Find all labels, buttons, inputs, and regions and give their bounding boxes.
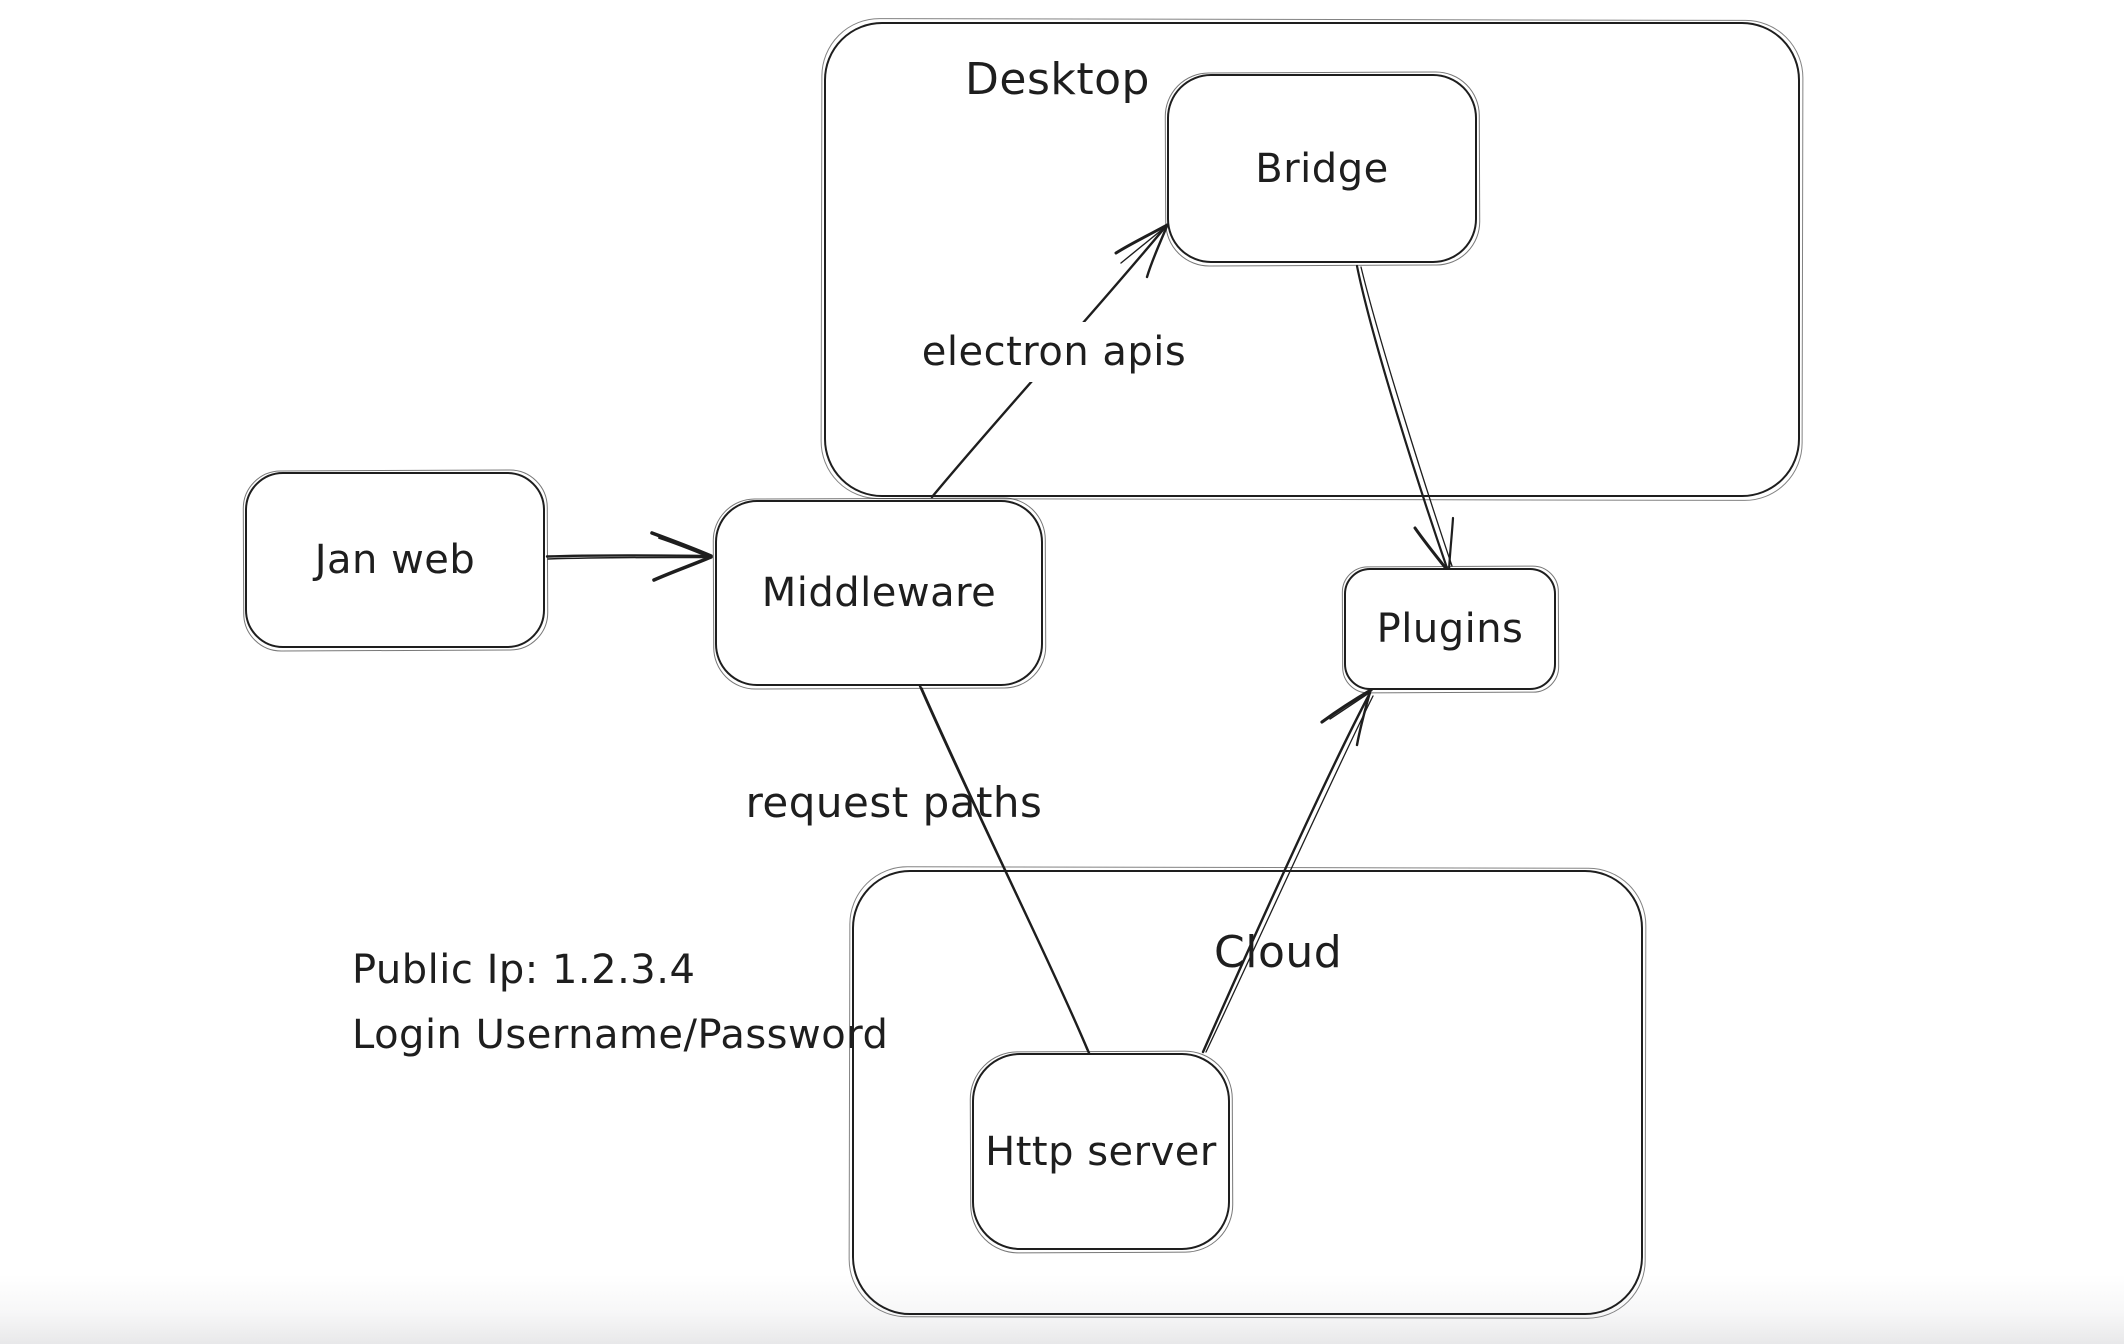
edge-bridge-to-plugins[interactable]: [1355, 264, 1455, 573]
node-bridge[interactable]: Bridge: [1167, 74, 1477, 263]
node-jan-web-label: Jan web: [314, 537, 476, 583]
container-cloud[interactable]: Cloud: [852, 870, 1643, 1315]
arrowhead-wing-double: [658, 537, 710, 558]
edge-shaft: [1355, 264, 1449, 570]
arrowhead-wing: [1320, 688, 1373, 724]
container-desktop-label: Desktop: [965, 54, 1150, 105]
arrowhead-wing: [1114, 223, 1169, 255]
edge-label-request-paths[interactable]: request paths: [745, 777, 1043, 827]
arrowhead-wing: [1145, 224, 1169, 279]
container-cloud-label: Cloud: [1214, 927, 1343, 978]
annotation-login: Login Username/Password: [352, 1011, 889, 1058]
node-plugins[interactable]: Plugins: [1344, 568, 1556, 690]
arrowhead-wing: [1355, 690, 1372, 747]
node-plugins-label: Plugins: [1376, 606, 1524, 652]
edge-label-electron-apis[interactable]: electron apis: [918, 322, 1190, 382]
node-bridge-label: Bridge: [1255, 145, 1389, 192]
arrowhead-wing-double: [1120, 227, 1165, 264]
edge-shaft-double: [547, 556, 708, 560]
arrowhead-wing: [650, 531, 713, 558]
edge-shaft-double: [1360, 266, 1453, 567]
edge-shaft-double: [1205, 695, 1374, 1053]
edge-middleware-to-http-server[interactable]: [918, 684, 1091, 1055]
node-jan-web[interactable]: Jan web: [245, 472, 545, 648]
edge-shaft: [1201, 691, 1372, 1054]
container-desktop[interactable]: Desktop: [824, 22, 1800, 497]
edge-jan-web-to-middleware[interactable]: [545, 531, 713, 582]
node-http-server[interactable]: Http server: [972, 1053, 1230, 1250]
node-middleware-label: Middleware: [761, 570, 997, 616]
annotation-public-ip: Public Ip: 1.2.3.4: [352, 947, 696, 993]
arrowhead-wing: [652, 555, 713, 582]
annotation-credentials[interactable]: Public Ip: 1.2.3.4 Login Username/Passwo…: [352, 938, 888, 1068]
arrowhead-wing-double: [1329, 692, 1370, 720]
edge-shaft: [545, 554, 712, 558]
arrowhead-wing: [1413, 526, 1450, 573]
node-http-server-label: Http server: [985, 1128, 1217, 1175]
edge-shaft-double: [921, 687, 1088, 1051]
arrowhead-wing: [1447, 516, 1455, 572]
node-middleware[interactable]: Middleware: [715, 500, 1043, 686]
edge-http-server-to-plugins[interactable]: [1201, 688, 1374, 1054]
